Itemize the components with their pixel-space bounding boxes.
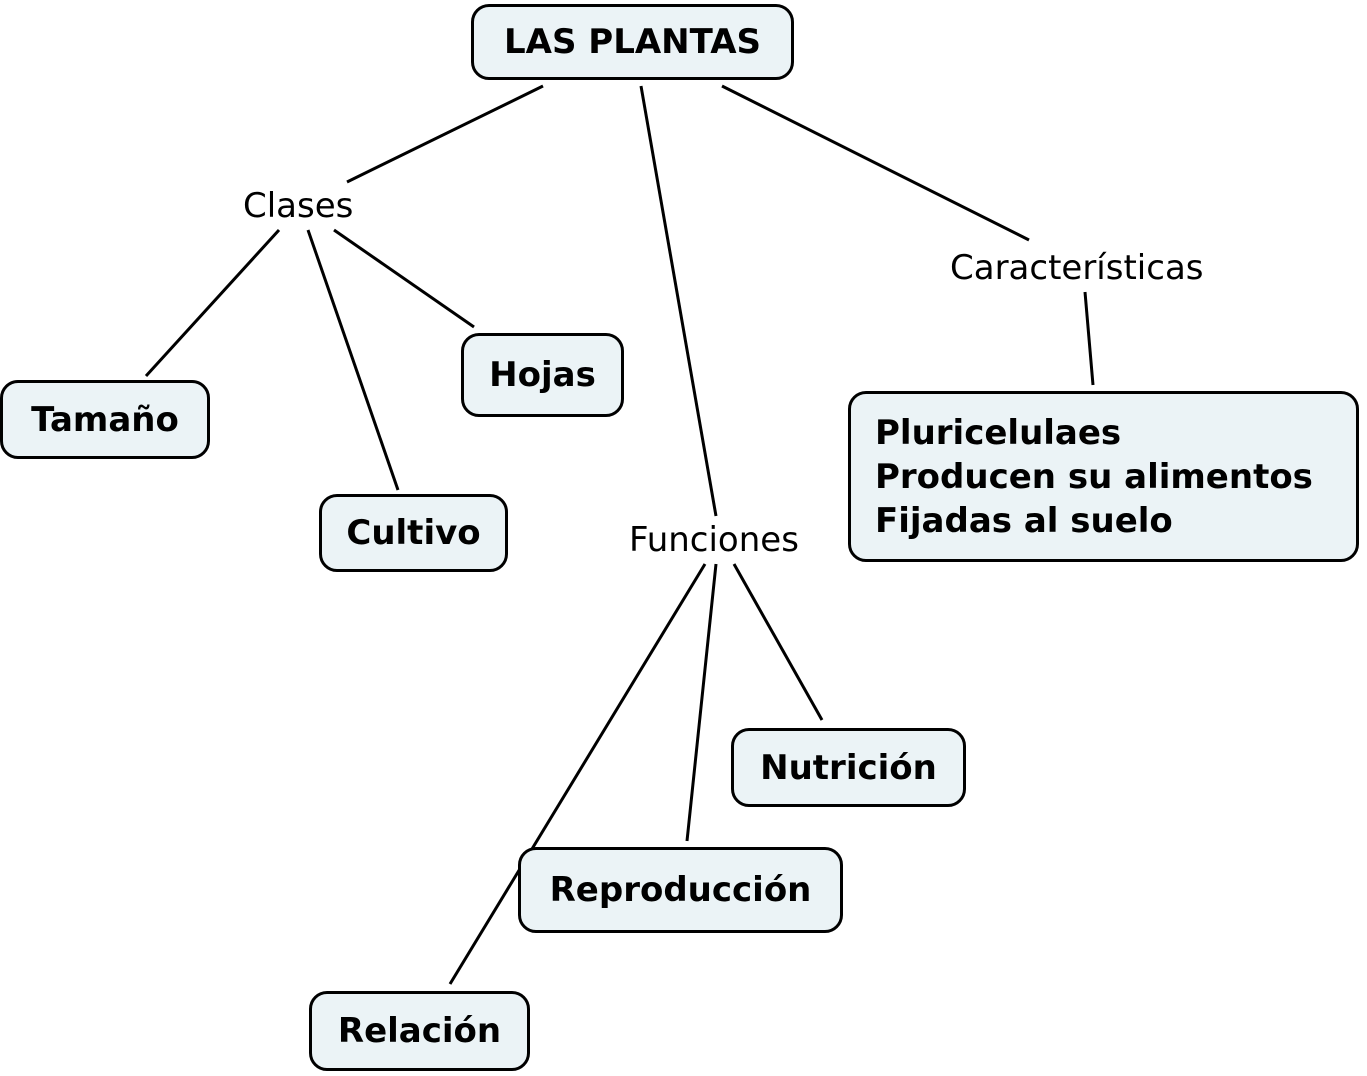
edge-funciones-relacion xyxy=(448,563,707,985)
edge-clases-cultivo xyxy=(306,229,400,491)
edge-clases-hojas xyxy=(333,228,475,329)
link-label-clases: Clases xyxy=(243,186,354,226)
caracteristica-item: Producen su alimentos xyxy=(875,456,1313,497)
node-reproduccion[interactable]: Reproducción xyxy=(518,847,843,933)
node-tamano-label: Tamaño xyxy=(31,399,179,440)
node-cultivo-label: Cultivo xyxy=(346,513,481,553)
node-hojas-label: Hojas xyxy=(489,355,596,395)
edge-clases-tamano xyxy=(144,228,281,378)
edge-caracteristicas-list xyxy=(1083,291,1095,386)
node-cultivo[interactable]: Cultivo xyxy=(319,494,508,572)
node-relacion[interactable]: Relación xyxy=(309,991,530,1071)
node-nutricion-label: Nutrición xyxy=(760,747,937,788)
caracteristica-item: Fijadas al suelo xyxy=(875,500,1173,541)
edge-funciones-nutricion xyxy=(732,563,824,721)
edge-funciones-reproduccion xyxy=(685,563,718,842)
edge-root-funciones xyxy=(639,85,718,517)
node-hojas[interactable]: Hojas xyxy=(461,333,624,417)
link-label-caracteristicas: Características xyxy=(950,248,1204,288)
edge-root-caracteristicas xyxy=(721,84,1030,242)
root-node[interactable]: LAS PLANTAS xyxy=(471,4,794,80)
link-label-funciones: Funciones xyxy=(629,520,799,560)
node-relacion-label: Relación xyxy=(337,1011,502,1051)
node-nutricion[interactable]: Nutrición xyxy=(731,728,966,807)
root-node-label: LAS PLANTAS xyxy=(503,22,761,62)
edge-root-clases xyxy=(346,84,544,184)
node-caracteristicas-list[interactable]: Pluricelulaes Producen su alimentos Fija… xyxy=(848,391,1359,562)
node-tamano[interactable]: Tamaño xyxy=(0,380,210,459)
node-reproduccion-label: Reproducción xyxy=(549,870,812,910)
caracteristica-item: Pluricelulaes xyxy=(875,412,1122,453)
